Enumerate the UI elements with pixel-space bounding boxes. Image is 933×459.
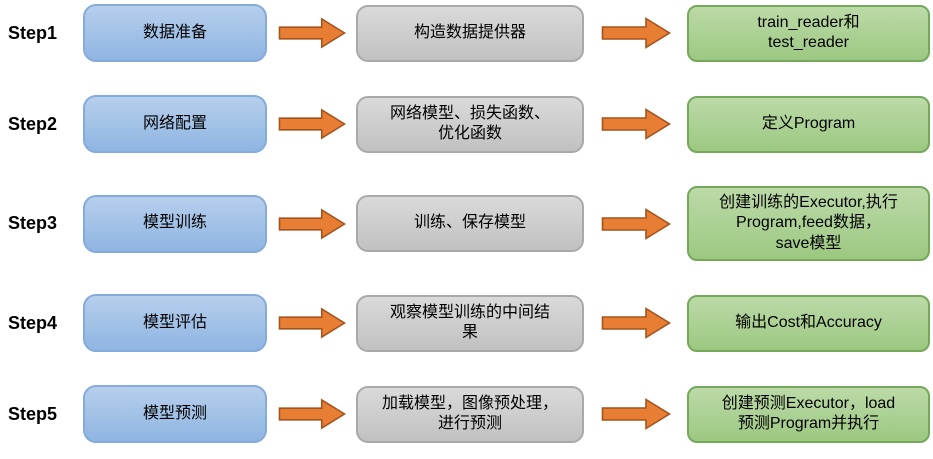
step-label: Step1 <box>8 22 58 43</box>
right-arrow-icon <box>267 107 356 141</box>
stage-box: 数据准备 <box>83 4 267 62</box>
action-box: 加载模型，图像预处理， 进行预测 <box>356 385 584 443</box>
step-label: Step5 <box>8 403 58 424</box>
flow-row-step1: Step1 数据准备 构造数据提供器 train_reader和 test_re… <box>8 4 933 62</box>
action-box: 观察模型训练的中间结 果 <box>356 294 584 352</box>
stage-box: 模型预测 <box>83 385 267 444</box>
right-arrow-icon <box>267 397 356 431</box>
action-box: 训练、保存模型 <box>356 195 584 253</box>
stage-box: 模型训练 <box>83 194 267 253</box>
right-arrow-icon <box>584 207 687 241</box>
stage-box: 模型评估 <box>83 294 267 353</box>
stage-box: 网络配置 <box>83 95 267 153</box>
action-box: 网络模型、损失函数、 优化函数 <box>356 95 584 153</box>
step-label: Step2 <box>8 113 58 134</box>
right-arrow-icon <box>267 306 356 340</box>
right-arrow-icon <box>584 16 687 50</box>
flow-row-step2: Step2 网络配置 网络模型、损失函数、 优化函数 定义Program <box>8 95 933 153</box>
flow-row-step5: Step5 模型预测 加载模型，图像预处理， 进行预测 创建预测Executor… <box>8 385 933 444</box>
output-box: 定义Program <box>687 95 930 153</box>
output-box: 创建预测Executor，load 预测Program并执行 <box>687 385 930 443</box>
right-arrow-icon <box>267 207 356 241</box>
step-label: Step3 <box>8 213 58 234</box>
right-arrow-icon <box>267 16 356 50</box>
right-arrow-icon <box>584 107 687 141</box>
right-arrow-icon <box>584 397 687 431</box>
flow-row-step4: Step4 模型评估 观察模型训练的中间结 果 输出Cost和Accuracy <box>8 294 933 353</box>
action-box: 构造数据提供器 <box>356 4 584 62</box>
flow-row-step3: Step3 模型训练 训练、保存模型 创建训练的Executor,执行 Prog… <box>8 186 933 262</box>
output-box: 输出Cost和Accuracy <box>687 294 930 352</box>
output-box: 创建训练的Executor,执行 Program,feed数据， save模型 <box>687 186 930 262</box>
right-arrow-icon <box>584 306 687 340</box>
step-label: Step4 <box>8 312 58 333</box>
output-box: train_reader和 test_reader <box>687 4 930 62</box>
